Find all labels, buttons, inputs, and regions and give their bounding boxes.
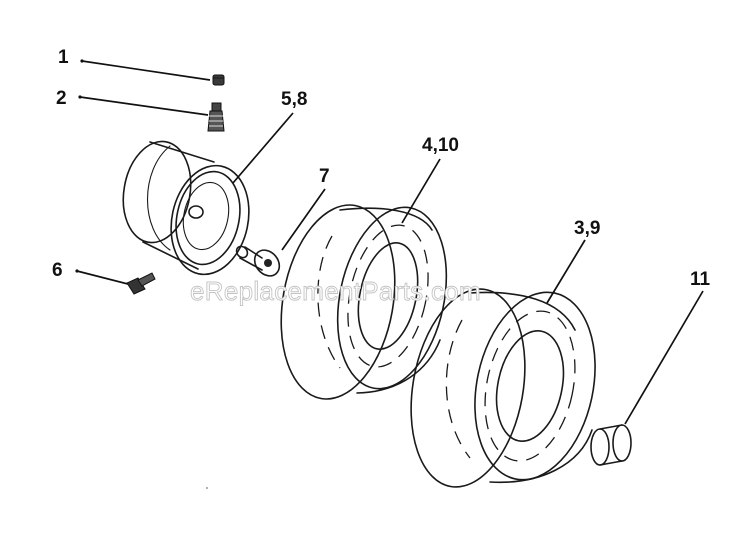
part-7-bushing bbox=[235, 245, 281, 277]
callout-11: 11 bbox=[690, 269, 711, 290]
callout-6: 6 bbox=[52, 260, 63, 281]
callout-7: 7 bbox=[319, 166, 330, 187]
part-4-10-tire bbox=[280, 204, 448, 400]
leader-4-10 bbox=[401, 158, 441, 224]
callout-5-8: 5,8 bbox=[281, 89, 307, 110]
part-5-8-wheel-rim bbox=[122, 140, 250, 276]
callout-3-9: 3,9 bbox=[574, 218, 600, 239]
leader-7 bbox=[281, 188, 326, 251]
leader-3-9 bbox=[546, 239, 586, 304]
watermark: eReplacementParts.com bbox=[190, 276, 481, 306]
leader-6 bbox=[76, 270, 129, 285]
part-11-end-cap bbox=[590, 424, 632, 466]
leader-5-8 bbox=[232, 112, 294, 184]
leader-1 bbox=[81, 60, 211, 81]
leader-2 bbox=[79, 96, 209, 116]
leader-lines bbox=[75, 59, 704, 425]
callout-2: 2 bbox=[56, 88, 67, 109]
callout-1: 1 bbox=[58, 47, 69, 68]
callout-labels: 1 2 5,8 7 4,10 3,9 6 11 bbox=[52, 47, 711, 290]
part-6-screw bbox=[126, 272, 156, 295]
part-2-valve-stem bbox=[207, 102, 225, 132]
part-1-valve-cap bbox=[212, 74, 225, 86]
part-3-9-tire bbox=[410, 288, 596, 488]
leader-11 bbox=[624, 290, 704, 425]
callout-4-10: 4,10 bbox=[422, 135, 459, 156]
